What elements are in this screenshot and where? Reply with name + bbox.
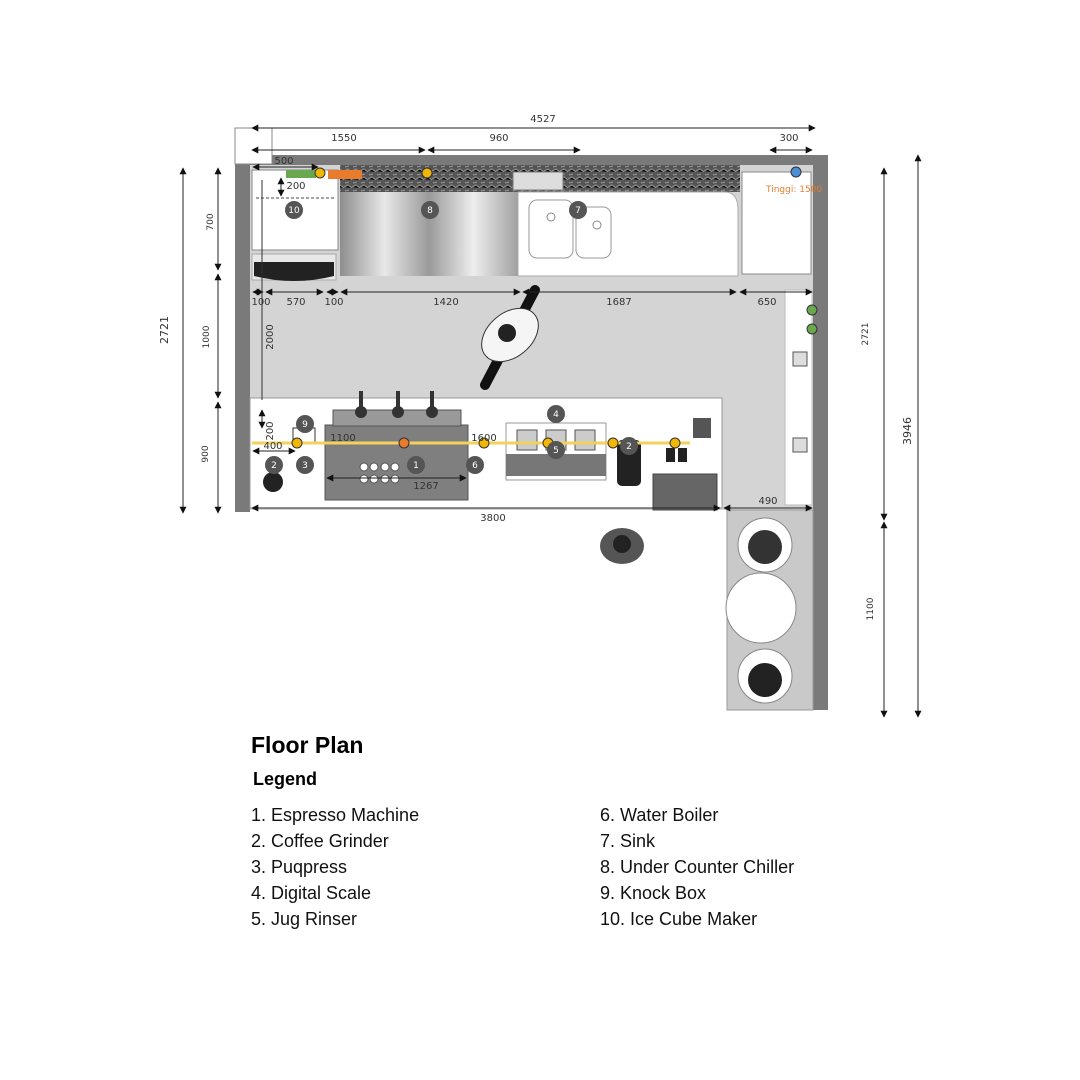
svg-text:3800: 3800 xyxy=(480,513,505,524)
svg-text:3: 3 xyxy=(302,461,308,471)
marker-7: 7 xyxy=(569,201,587,219)
svg-text:4: 4 xyxy=(553,410,559,420)
customer-figure xyxy=(748,663,782,697)
svg-text:2: 2 xyxy=(271,461,277,471)
svg-text:650: 650 xyxy=(757,297,776,308)
legend-column-1: 1. Espresso Machine 2. Coffee Grinder 3.… xyxy=(251,802,419,932)
marker-2: 2 xyxy=(265,456,283,474)
legend-item: 7. Sink xyxy=(600,831,656,851)
dimension-lines xyxy=(179,124,922,718)
svg-text:5: 5 xyxy=(553,446,559,456)
svg-text:200: 200 xyxy=(286,181,305,192)
legend-item: 1. Espresso Machine xyxy=(251,805,420,825)
wall-shelf xyxy=(784,289,813,506)
side-cabinet xyxy=(741,171,812,275)
equipment-markers: 1 2 3 4 5 6 7 8 9 10 2 xyxy=(265,201,638,474)
sink-bowl-left xyxy=(528,199,574,259)
legend-item: 4. Digital Scale xyxy=(251,883,372,903)
drain-icon xyxy=(592,220,602,230)
wall-left xyxy=(235,155,250,512)
legend-item: 2. Coffee Grinder xyxy=(251,831,389,851)
dimension-labels: 4527 1550 960 300 500 200 100 570 100 14… xyxy=(158,114,914,620)
legend-title: Legend xyxy=(253,769,318,789)
svg-text:700: 700 xyxy=(206,213,216,230)
svg-text:1687: 1687 xyxy=(606,297,631,308)
svg-text:2721: 2721 xyxy=(158,316,171,344)
svg-text:1000: 1000 xyxy=(202,325,212,348)
portafilter-icons xyxy=(355,391,438,418)
legend-item: 8. Under Counter Chiller xyxy=(600,857,795,877)
wall-top xyxy=(235,155,828,165)
page-title: Floor Plan xyxy=(251,732,364,758)
legend-item: 6. Water Boiler xyxy=(600,805,719,825)
sink-bowl-right xyxy=(575,206,612,259)
marker-8: 8 xyxy=(421,201,439,219)
espresso-machine xyxy=(324,424,469,501)
marker-10: 10 xyxy=(285,201,303,219)
orange-outlet xyxy=(328,170,362,179)
marker-4: 4 xyxy=(547,405,565,423)
svg-text:960: 960 xyxy=(489,133,508,144)
grinder-left xyxy=(263,472,283,492)
bar-counter xyxy=(249,397,723,509)
svg-text:1420: 1420 xyxy=(433,297,458,308)
marker-5: 5 xyxy=(547,441,565,459)
customer-figure xyxy=(600,528,644,564)
svg-text:7: 7 xyxy=(575,206,581,216)
marker-2b: 2 xyxy=(620,437,638,455)
svg-text:2721: 2721 xyxy=(861,323,871,346)
svg-text:1100: 1100 xyxy=(330,433,355,444)
svg-text:300: 300 xyxy=(779,133,798,144)
svg-text:1: 1 xyxy=(413,461,419,471)
ice-maker-door xyxy=(254,262,334,281)
svg-text:8: 8 xyxy=(427,206,433,216)
cup-storage xyxy=(652,473,718,511)
legend-item: 3. Puqpress xyxy=(251,857,348,877)
legend-item: 5. Jug Rinser xyxy=(251,909,358,929)
svg-text:900: 900 xyxy=(201,445,211,462)
svg-text:100: 100 xyxy=(251,297,270,308)
svg-text:1550: 1550 xyxy=(331,133,356,144)
svg-text:570: 570 xyxy=(286,297,305,308)
svg-text:400: 400 xyxy=(263,441,282,452)
marker-1: 1 xyxy=(407,456,425,474)
svg-text:10: 10 xyxy=(288,206,300,216)
svg-text:3946: 3946 xyxy=(901,417,914,445)
svg-text:100: 100 xyxy=(324,297,343,308)
svg-text:2000: 2000 xyxy=(265,324,276,349)
svg-text:200: 200 xyxy=(265,421,276,440)
drain-icon xyxy=(546,212,556,222)
dim-4527: 4527 xyxy=(530,114,555,125)
legend-item: 10. Ice Cube Maker xyxy=(600,909,758,929)
svg-text:1267: 1267 xyxy=(413,481,438,492)
svg-text:500: 500 xyxy=(274,156,293,167)
customer-figure xyxy=(748,530,782,564)
svg-text:9: 9 xyxy=(302,420,308,430)
barista-figure xyxy=(480,285,540,390)
svg-text:2: 2 xyxy=(626,442,632,452)
faucet-base xyxy=(512,171,564,191)
pos-terminal xyxy=(693,418,711,438)
shelf-box xyxy=(792,437,808,453)
marker-3: 3 xyxy=(296,456,314,474)
svg-text:1600: 1600 xyxy=(471,433,496,444)
shelf-box xyxy=(792,351,808,367)
floor-plan-drawing: Tinggi: 1500 xyxy=(158,114,922,718)
legend-column-2: 6. Water Boiler 7. Sink 8. Under Counter… xyxy=(600,802,794,932)
wall-right xyxy=(813,155,828,710)
legend-item: 9. Knock Box xyxy=(600,883,707,903)
svg-text:490: 490 xyxy=(758,496,777,507)
round-table xyxy=(725,572,797,644)
svg-text:6: 6 xyxy=(472,461,478,471)
svg-text:1100: 1100 xyxy=(866,597,876,620)
green-outlet xyxy=(286,170,316,178)
marker-6: 6 xyxy=(466,456,484,474)
marker-9: 9 xyxy=(296,415,314,433)
height-note: Tinggi: 1500 xyxy=(765,185,822,195)
door-frame xyxy=(234,127,273,165)
